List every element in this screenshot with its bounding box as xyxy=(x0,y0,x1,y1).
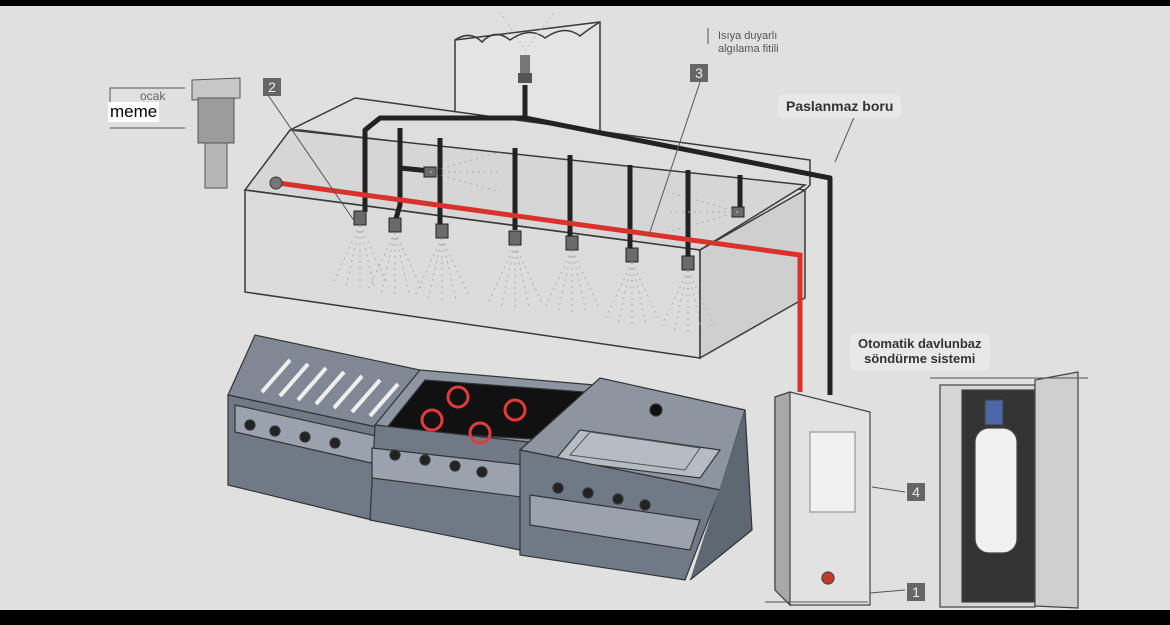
nozzle-4 xyxy=(486,230,544,308)
heat-detection-label: Isıya duyarlı algılama fitili xyxy=(718,30,779,55)
nozzle-7 xyxy=(659,255,717,333)
burner-appliance xyxy=(369,369,597,551)
fryer-appliance xyxy=(518,377,753,581)
nozzle-1 xyxy=(331,210,389,288)
nozzle-group xyxy=(331,151,745,333)
system-label: Otomatik davlunbaz söndürme sistemi xyxy=(850,333,990,371)
nozzle-6 xyxy=(603,247,661,325)
nozzle-3 xyxy=(413,223,471,301)
stainless-pipe-label: Paslanmaz boru xyxy=(778,94,902,119)
side-nozzle-1 xyxy=(423,151,502,193)
callout-2: 2 xyxy=(263,78,281,96)
callout-1: 1 xyxy=(907,583,925,601)
label-leaders xyxy=(109,28,1088,603)
detection-line-end xyxy=(269,176,283,190)
side-nozzle-2 xyxy=(666,191,745,233)
meme-label: meme xyxy=(108,102,160,122)
ocak-label: ocak xyxy=(140,89,166,103)
control-cabinet xyxy=(774,391,871,607)
detail-nozzle xyxy=(191,77,241,189)
duct-nozzle xyxy=(499,11,556,83)
callout-4: 4 xyxy=(907,483,925,501)
heat-detection-line xyxy=(277,180,803,392)
open-cabinet xyxy=(939,371,1079,609)
heat-detection-label-line2: algılama fitili xyxy=(718,42,779,55)
heat-detection-label-line1: Isıya duyarlı xyxy=(718,30,778,42)
system-label-line1: Otomatik davlunbaz xyxy=(858,336,982,351)
callout-3: 3 xyxy=(690,64,708,82)
grill-appliance xyxy=(227,334,421,521)
nozzle-2 xyxy=(366,217,424,295)
nozzle-5 xyxy=(543,235,601,313)
system-label-line2: söndürme sistemi xyxy=(864,350,976,366)
